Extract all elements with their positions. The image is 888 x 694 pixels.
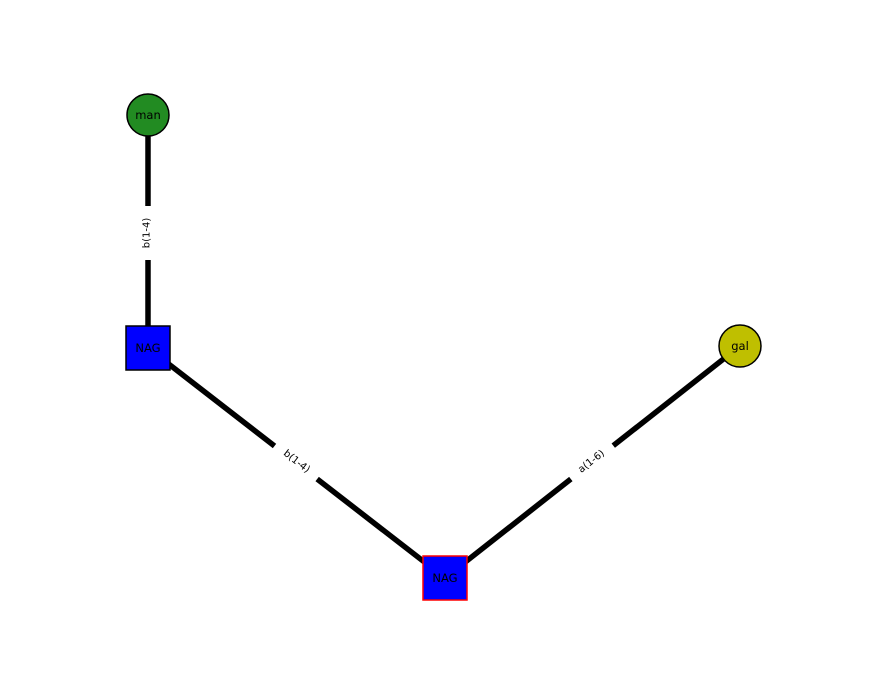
- node-nag-upper: NAG: [125, 325, 171, 371]
- edge-label-nag-upper-nag-lower: b(1-4): [271, 438, 323, 484]
- gal-circle-shape: [718, 324, 762, 368]
- node-label-nag-upper: NAG: [135, 341, 160, 355]
- node-man: man: [126, 93, 170, 137]
- node-label-gal: gal: [731, 339, 749, 353]
- edge-label-man-nag-upper: b(1-4): [137, 206, 155, 260]
- node-gal: gal: [718, 324, 762, 368]
- edge-label-bbox: [565, 438, 617, 484]
- edge-label-bbox: [271, 438, 323, 484]
- nag-lower-square-shape: [422, 555, 468, 601]
- man-circle-shape: [126, 93, 170, 137]
- nag-upper-square-shape: [125, 325, 171, 371]
- edge-label-nag-lower-gal: a(1-6): [565, 438, 617, 484]
- node-nag-lower: NAG: [422, 555, 468, 601]
- node-label-nag-lower: NAG: [432, 571, 457, 585]
- node-label-man: man: [135, 108, 161, 122]
- edge-label-bbox: [137, 206, 155, 260]
- edge-label-text: b(1-4): [142, 218, 153, 249]
